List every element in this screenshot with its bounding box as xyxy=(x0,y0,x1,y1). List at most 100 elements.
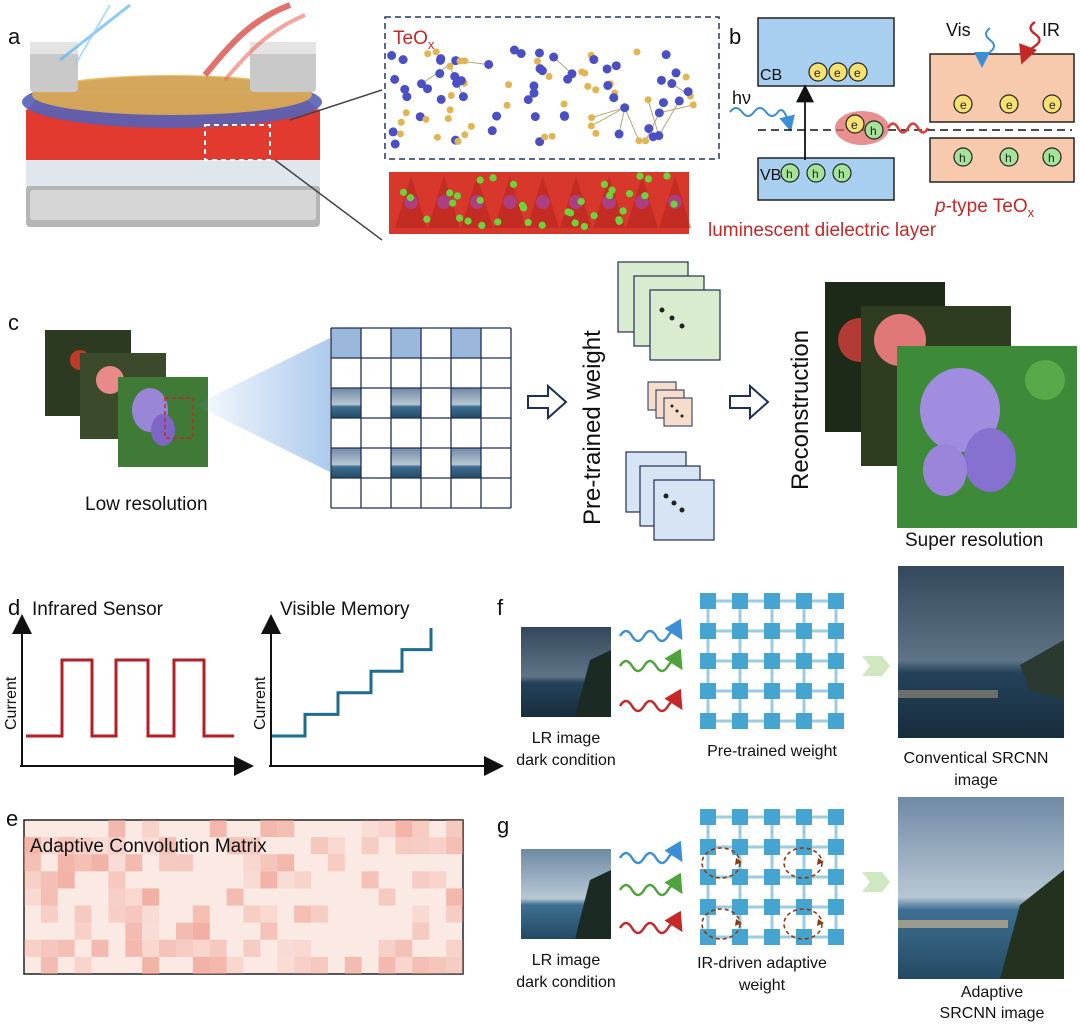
matrix-cell xyxy=(142,905,160,923)
atom xyxy=(484,59,494,69)
matrix-cell xyxy=(412,905,430,923)
lattice-atom xyxy=(605,191,614,200)
matrix-cell xyxy=(260,871,278,889)
weight-node xyxy=(828,809,844,825)
lattice-atom xyxy=(663,172,671,180)
panel-label-d: d xyxy=(8,595,20,620)
weight-node xyxy=(796,713,812,729)
atom xyxy=(609,93,619,103)
weight-node xyxy=(796,593,812,609)
lr-caption-g-1: LR image xyxy=(532,952,601,969)
matrix-cell xyxy=(209,820,227,838)
matrix-cell xyxy=(311,837,328,855)
atom xyxy=(523,95,533,105)
weight-node xyxy=(700,869,716,885)
srcnn-caption-g-1: Adaptive xyxy=(961,984,1023,1001)
amorphous-atom-network xyxy=(387,45,697,149)
weight-network-f xyxy=(700,593,844,729)
atom xyxy=(602,64,612,74)
weight-node xyxy=(700,809,716,825)
atom xyxy=(644,96,652,104)
atom xyxy=(530,112,540,122)
wave-blue-g xyxy=(618,840,683,865)
atom xyxy=(390,139,400,149)
atom xyxy=(388,127,398,137)
matrix-cell xyxy=(311,905,328,923)
lattice-atom xyxy=(619,207,627,215)
bond xyxy=(658,100,680,136)
lattice-atom xyxy=(509,180,518,188)
matrix-cell xyxy=(378,820,396,838)
atom xyxy=(424,50,432,58)
lattice-atom xyxy=(636,172,644,180)
matrix-cell xyxy=(260,854,278,872)
valence-band xyxy=(757,157,895,201)
lattice-atom xyxy=(580,222,588,231)
matrix-cell xyxy=(395,820,413,838)
atom xyxy=(658,98,668,108)
weight-node xyxy=(796,809,812,825)
vis-wave xyxy=(974,27,995,68)
panel-label-b: b xyxy=(729,24,741,49)
weight-node xyxy=(828,653,844,669)
matrix-cell xyxy=(446,888,463,906)
lattice-atom xyxy=(625,190,634,198)
atom xyxy=(614,129,624,139)
super-res-image-stack xyxy=(825,282,1077,528)
exciton-hole-label: h xyxy=(870,124,877,138)
center-atom xyxy=(602,195,616,209)
center-atom xyxy=(536,195,550,209)
weight-node xyxy=(764,869,780,885)
patch-photo-1 xyxy=(331,388,361,418)
matrix-cell xyxy=(175,939,193,957)
panel-label-c: c xyxy=(8,310,19,335)
patch-grid xyxy=(330,327,512,509)
matrix-cell xyxy=(192,956,210,974)
panel-label-f: f xyxy=(497,595,504,620)
lr-caption-f-2: dark condition xyxy=(516,752,616,769)
weight-node xyxy=(732,809,748,825)
atom xyxy=(509,45,519,55)
matrix-cell xyxy=(294,956,312,974)
weight-node xyxy=(700,623,716,639)
matrix-cell xyxy=(57,837,75,855)
hole xyxy=(953,147,973,167)
atom xyxy=(400,84,410,94)
matrix-cell xyxy=(108,854,126,872)
atom xyxy=(661,50,671,60)
matrix-cell xyxy=(74,854,92,872)
matrix-cell xyxy=(361,871,379,889)
atom xyxy=(432,48,440,56)
atom xyxy=(584,82,592,90)
pretrained-weight-vertical: Pre-trained weight xyxy=(579,330,606,525)
lattice-atom xyxy=(566,209,575,217)
center-atom xyxy=(503,195,517,209)
atom xyxy=(461,131,469,139)
lattice-atom xyxy=(608,186,616,194)
weight-node xyxy=(732,653,748,669)
lattice-atom xyxy=(449,199,457,207)
atom xyxy=(390,74,400,84)
atom xyxy=(529,81,539,91)
hollow-arrow-1 xyxy=(527,383,568,421)
atom xyxy=(674,96,684,106)
teox-label: TeOx xyxy=(393,28,435,52)
matrix-cell xyxy=(142,939,160,957)
bond xyxy=(591,107,625,127)
weight-caption-g-1: IR-driven adaptive xyxy=(697,955,827,972)
atom xyxy=(592,129,600,137)
bond xyxy=(591,107,625,119)
srcnn-caption-f-1: Conventical SRCNN xyxy=(904,750,1049,767)
atom xyxy=(633,48,641,56)
atom xyxy=(683,87,693,97)
atom xyxy=(635,137,643,145)
patch-photo-5 xyxy=(391,448,421,478)
atom xyxy=(689,101,697,109)
panel-label-g: g xyxy=(497,813,509,838)
atom xyxy=(611,61,621,71)
matrix-cell xyxy=(395,939,413,957)
weight-node xyxy=(796,899,812,915)
matrix-cell xyxy=(260,922,278,940)
weight-node xyxy=(796,683,812,699)
